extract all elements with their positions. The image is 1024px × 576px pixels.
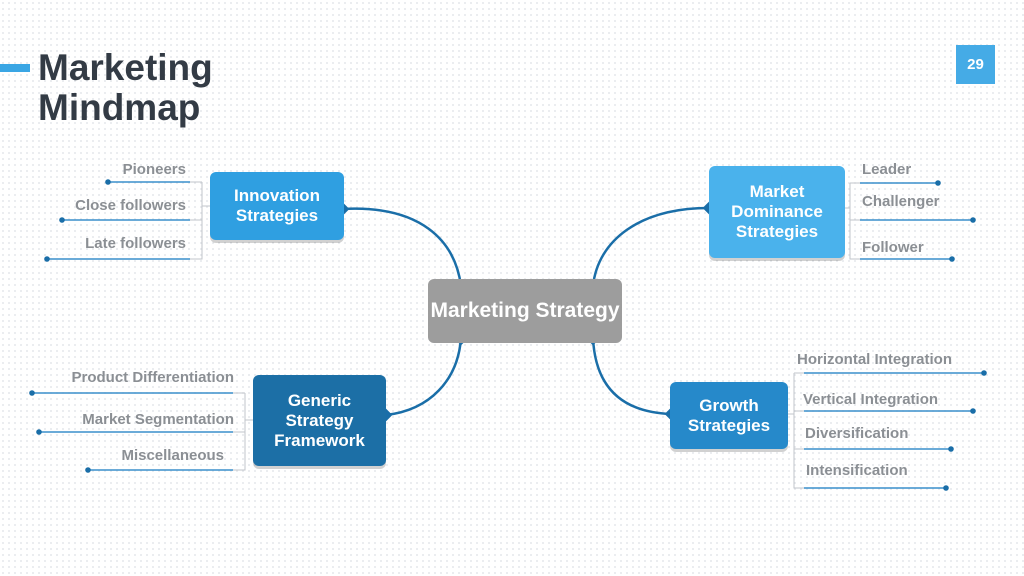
innovation-underlines [47, 181, 190, 260]
innovation-bracket [190, 181, 210, 260]
leaf-late-followers: Late followers [85, 235, 186, 252]
connector-innovation [342, 207, 463, 287]
leaf-horizontal-integration: Horizontal Integration [797, 351, 952, 368]
leaf-pioneers: Pioneers [122, 161, 186, 178]
leaf-close-followers: Close followers [75, 197, 186, 214]
branch-growth-strategies: Growth Strategies [670, 382, 788, 449]
growth-bracket [788, 372, 804, 489]
market-underlines [860, 182, 973, 260]
generic-underlines [32, 392, 233, 471]
leaf-market-segmentation: Market Segmentation [82, 411, 234, 428]
branch-market-dominance-strategies: Market Dominance Strategies [709, 166, 845, 258]
title-accent-bar [0, 64, 30, 72]
leaf-leader: Leader [862, 161, 912, 178]
leaf-diversification: Diversification [805, 425, 909, 442]
leaf-vertical-integration: Vertical Integration [803, 391, 939, 408]
generic-bracket [233, 392, 253, 471]
page-number-badge: 29 [956, 45, 995, 84]
central-node: Marketing Strategy [428, 279, 622, 343]
leaf-product-differentiation: Product Differentiation [71, 369, 234, 386]
leaf-challenger: Challenger [862, 193, 940, 210]
connector-growth [591, 337, 672, 416]
branch-generic-strategy-framework: Generic Strategy Framework [253, 375, 386, 466]
leaf-intensification: Intensification [806, 462, 908, 479]
connector-generic [385, 337, 463, 417]
market-bracket [845, 182, 860, 260]
leaf-miscellaneous: Miscellaneous [121, 447, 224, 464]
leaf-follower: Follower [862, 239, 924, 256]
branch-innovation-strategies: Innovation Strategies [210, 172, 344, 240]
connector-market [591, 206, 710, 287]
growth-underlines [804, 372, 984, 489]
slide-title: Marketing Mindmap [38, 47, 213, 128]
